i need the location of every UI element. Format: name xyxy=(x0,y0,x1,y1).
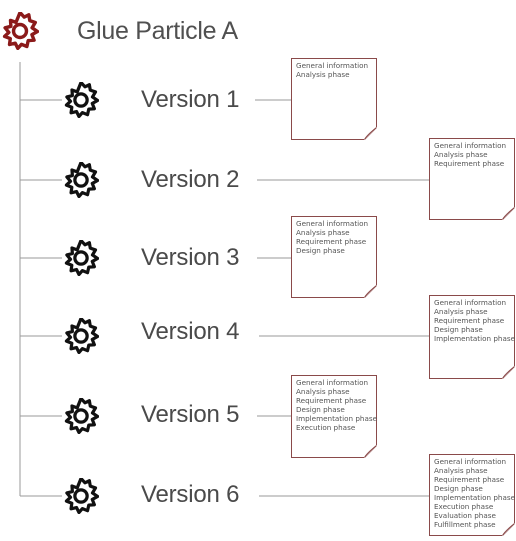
version-label: Version 5 xyxy=(141,401,240,428)
page-curl-icon xyxy=(364,285,377,298)
phase-item: Design phase xyxy=(296,405,345,414)
gear-icon xyxy=(63,316,100,355)
page-curl-icon xyxy=(502,366,515,379)
version-label: Version 4 xyxy=(141,318,240,345)
phase-item: Requirement phase xyxy=(434,159,505,168)
phase-item: Design phase xyxy=(434,484,483,493)
phase-item: Implementation phase xyxy=(434,334,516,343)
page-curl-icon xyxy=(364,127,377,140)
phase-item: General information xyxy=(296,378,369,387)
phase-item: Requirement phase xyxy=(434,316,505,325)
phase-item: Fulfillment phase xyxy=(434,520,496,529)
version-label: Version 2 xyxy=(141,166,240,193)
phase-item: Requirement phase xyxy=(296,396,367,405)
phase-item: Execution phase xyxy=(434,502,494,511)
phase-item: Analysis phase xyxy=(434,466,488,475)
gear-icon xyxy=(63,160,100,199)
phase-item: Requirement phase xyxy=(296,237,367,246)
phase-item: Implementation phase xyxy=(296,414,378,423)
phase-item: General information xyxy=(434,141,507,150)
phase-item: Execution phase xyxy=(296,423,356,432)
root-title: Glue Particle A xyxy=(77,17,238,45)
gear-icon xyxy=(63,476,100,515)
phase-item: Analysis phase xyxy=(296,228,350,237)
phase-item: Implementation phase xyxy=(434,493,516,502)
phase-item: General information xyxy=(296,219,369,228)
phase-item: Analysis phase xyxy=(296,70,350,79)
phase-item: Analysis phase xyxy=(434,150,488,159)
page-curl-icon xyxy=(502,523,515,536)
page-curl-icon xyxy=(364,445,377,458)
phase-item: Design phase xyxy=(296,246,345,255)
phase-item: Requirement phase xyxy=(434,475,505,484)
version-label: Version 1 xyxy=(141,86,240,113)
phase-item: Design phase xyxy=(434,325,483,334)
phase-item: General information xyxy=(434,298,507,307)
version-label: Version 6 xyxy=(141,481,240,508)
phase-item: Analysis phase xyxy=(434,307,488,316)
phase-item: Analysis phase xyxy=(296,387,350,396)
gear-icon xyxy=(1,10,40,51)
phase-item: General information xyxy=(434,457,507,466)
phase-item: Evaluation phase xyxy=(434,511,496,520)
version-label: Version 3 xyxy=(141,244,240,271)
gear-icon xyxy=(63,80,100,119)
page-curl-icon xyxy=(502,207,515,220)
phase-item: General information xyxy=(296,61,369,70)
gear-icon xyxy=(63,396,100,435)
gear-icon xyxy=(63,238,100,277)
